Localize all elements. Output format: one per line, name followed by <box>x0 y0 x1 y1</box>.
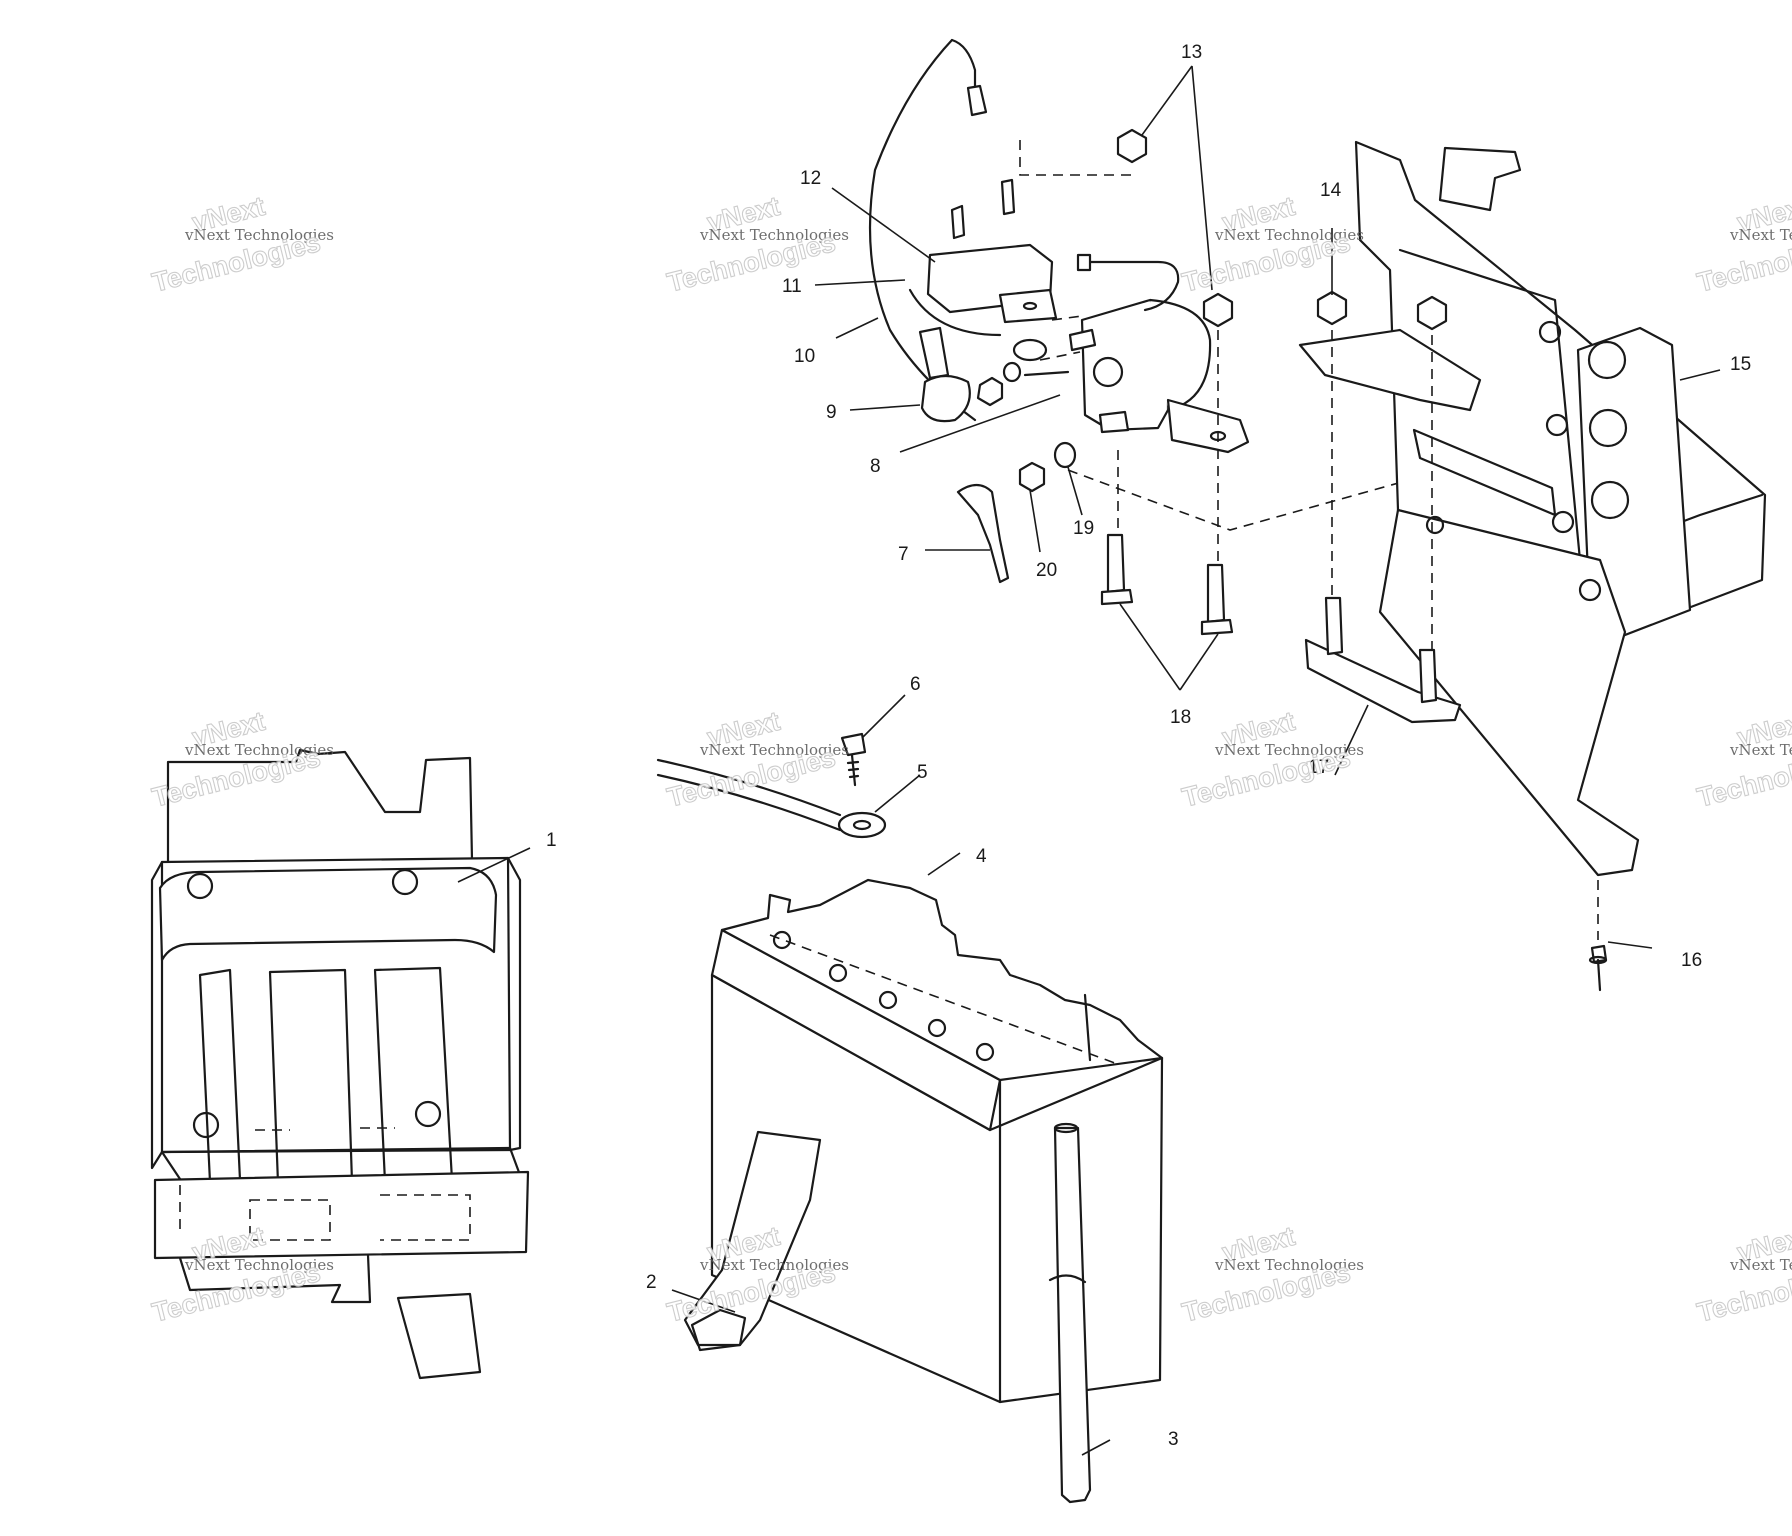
callout-2: 2 <box>646 1272 657 1293</box>
watermark: vNext vNext Technologies Technologies <box>664 190 849 298</box>
battery-part-4 <box>710 878 1164 1404</box>
watermark: vNext vNext Technologies Technologies <box>1179 1220 1364 1328</box>
svg-text:vNext Technologies: vNext Technologies <box>699 1256 849 1274</box>
callout-numbers: 1 2 3 4 5 6 7 8 9 10 11 12 13 14 15 16 1… <box>546 42 1751 1450</box>
callout-12: 12 <box>800 168 821 189</box>
callout-13: 13 <box>1181 42 1202 63</box>
svg-text:vNext Technologies: vNext Technologies <box>1729 226 1792 244</box>
watermark: vNext vNext Technologies Technologies <box>1694 190 1792 298</box>
svg-text:vNext Technologies: vNext Technologies <box>1214 1256 1364 1274</box>
cable-and-screw-parts-5-6 <box>656 732 887 839</box>
callout-5: 5 <box>917 762 928 783</box>
svg-text:vNext Technologies: vNext Technologies <box>1729 1256 1792 1274</box>
callout-3: 3 <box>1168 1429 1179 1450</box>
callout-1: 1 <box>546 830 557 851</box>
watermark: vNext vNext Technologies Technologies <box>1694 1220 1792 1328</box>
callout-4: 4 <box>976 846 987 867</box>
callout-8: 8 <box>870 456 881 477</box>
callout-7: 7 <box>898 544 909 565</box>
vent-tube-part-3 <box>1048 1122 1092 1504</box>
callout-16: 16 <box>1681 950 1702 971</box>
callout-15: 15 <box>1730 354 1751 375</box>
svg-text:vNext Technologies: vNext Technologies <box>699 226 849 244</box>
svg-text:vNext Technologies: vNext Technologies <box>699 741 849 759</box>
callout-14: 14 <box>1320 180 1342 201</box>
battery-holder-part-1 <box>150 748 530 1380</box>
callout-6: 6 <box>910 674 921 695</box>
leader-lines <box>457 65 1721 1456</box>
watermark: vNext vNext Technologies Technologies <box>1694 705 1792 813</box>
watermark: vNext vNext Technologies Technologies <box>1179 190 1364 298</box>
callout-11: 11 <box>782 276 802 297</box>
callout-9: 9 <box>826 402 837 423</box>
solenoid-assembly <box>868 38 1446 636</box>
svg-text:vNext Technologies: vNext Technologies <box>184 741 334 759</box>
watermark: vNext vNext Technologies Technologies <box>1179 705 1364 813</box>
callout-20: 20 <box>1036 560 1057 581</box>
svg-text:vNext Technologies: vNext Technologies <box>184 1256 334 1274</box>
callout-18: 18 <box>1170 707 1191 728</box>
svg-text:vNext Technologies: vNext Technologies <box>1214 741 1364 759</box>
strap-part-2 <box>683 1130 822 1352</box>
svg-text:vNext Technologies: vNext Technologies <box>184 226 334 244</box>
svg-text:vNext Technologies: vNext Technologies <box>1729 741 1792 759</box>
callout-17: 17 <box>1308 757 1329 778</box>
callout-10: 10 <box>794 346 815 367</box>
svg-text:vNext Technologies: vNext Technologies <box>1214 226 1364 244</box>
watermark: vNext vNext Technologies Technologies <box>149 190 334 298</box>
mounting-bracket-part-15 <box>1298 140 1767 992</box>
callout-19: 19 <box>1073 518 1094 539</box>
watermark: vNext vNext Technologies Technologies <box>664 705 849 813</box>
